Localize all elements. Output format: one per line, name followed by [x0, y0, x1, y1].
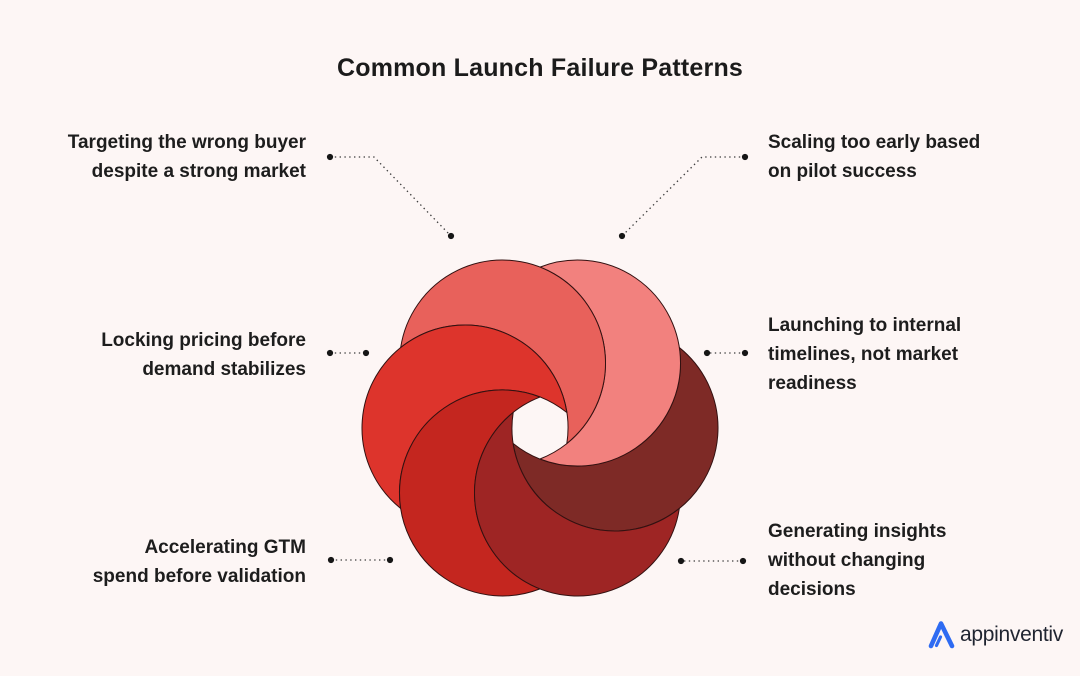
connector-dot: [326, 153, 334, 161]
label-locking-pricing: Locking pricing before demand stabilizes: [101, 330, 306, 380]
connector-mid-left: [326, 349, 370, 357]
label-generating-insights: Generating insights without changing dec…: [768, 521, 947, 600]
label-targeting-wrong-buyer: Targeting the wrong buyer despite a stro…: [67, 132, 306, 182]
connector-dot: [741, 153, 749, 161]
connector-dot: [677, 557, 685, 565]
connector-dot: [447, 232, 455, 240]
label-launching-internal-timelines: Launching to internal timelines, not mar…: [768, 315, 962, 394]
appinventiv-logo: appinventiv: [926, 619, 1063, 650]
connector-bottom-left: [327, 556, 394, 564]
label-accelerating-gtm-spend: Accelerating GTM spend before validation: [92, 537, 306, 587]
connector-dot: [326, 349, 334, 357]
connector-top-right: [618, 153, 749, 240]
petal-bottom-right: [474, 411, 681, 597]
connector-dot: [618, 232, 626, 240]
connector-bottom-right: [677, 557, 747, 565]
connector-mid-right: [703, 349, 749, 357]
connector-dot: [741, 349, 749, 357]
page-title: Common Launch Failure Patterns: [336, 54, 744, 82]
connector-dot: [739, 557, 747, 565]
connector-dot: [327, 556, 335, 564]
connector-dot: [386, 556, 394, 564]
connector-top-left: [326, 153, 455, 240]
label-scaling-too-early: Scaling too early based on pilot success: [768, 132, 981, 182]
connector-dot: [703, 349, 711, 357]
connector-dot: [362, 349, 370, 357]
appinventiv-logo-icon: [928, 621, 955, 649]
appinventiv-logo-text: appinventiv: [960, 622, 1063, 646]
